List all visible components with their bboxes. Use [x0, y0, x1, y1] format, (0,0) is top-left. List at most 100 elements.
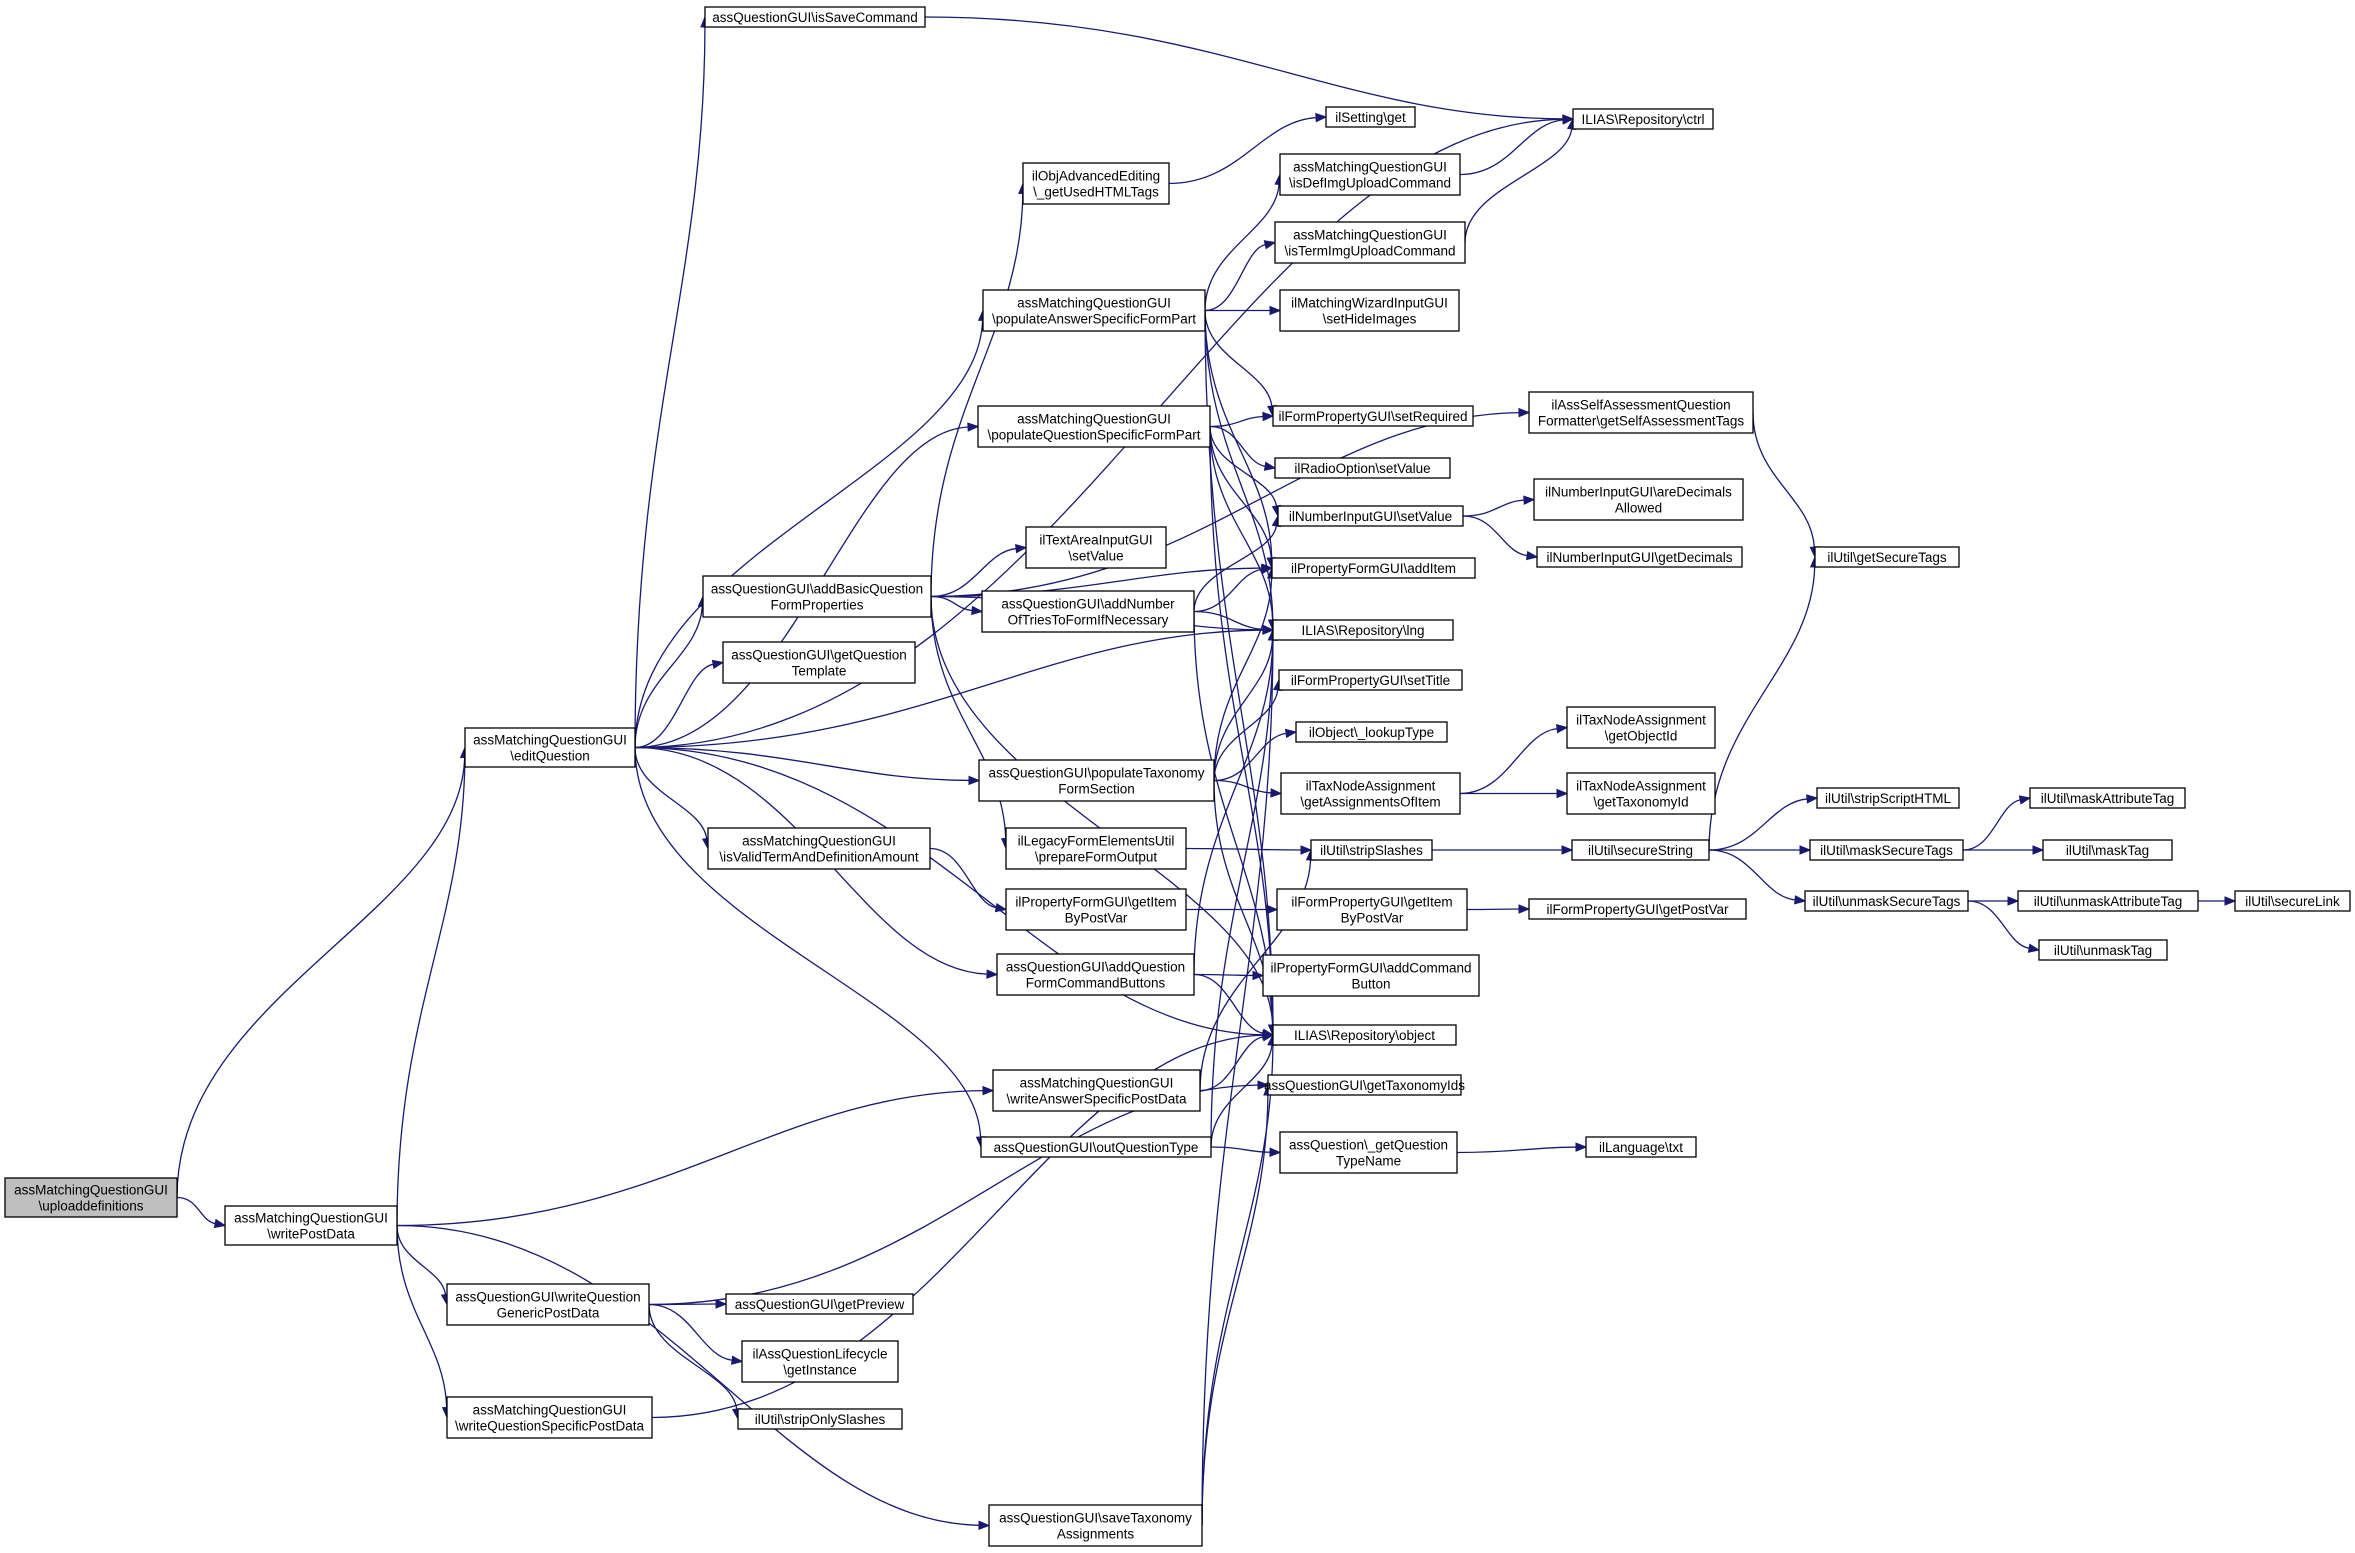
graph-node-n36[interactable]: ilUtil\secureString	[1571, 839, 1710, 861]
graph-node-n27[interactable]: ilTaxNodeAssignment\getObjectId	[1566, 706, 1716, 749]
graph-node-n46[interactable]: assQuestionGUI\addQuestionFormCommandBut…	[996, 953, 1195, 996]
graph-node-n32[interactable]: ilUtil\maskAttributeTag	[2029, 787, 2186, 809]
graph-node-n37[interactable]: ilUtil\maskSecureTags	[1809, 839, 1964, 861]
call-edge-n51-n23	[1210, 628, 1278, 1148]
graph-node-n44[interactable]: ilUtil\secureLink	[2234, 890, 2351, 912]
graph-node-n22[interactable]: assQuestionGUI\addNumberOfTriesToFormIfN…	[981, 590, 1195, 633]
graph-node-n26[interactable]: ilObject\_lookupType	[1295, 721, 1448, 743]
graph-node-n0[interactable]: assMatchingQuestionGUI\uploaddefinitions	[4, 1177, 178, 1218]
call-edge-line	[1193, 525, 1278, 612]
call-edge-n1-n24	[634, 659, 725, 749]
call-edge-line	[1962, 799, 2021, 851]
node-label: assQuestionGUI\outQuestionType	[994, 1140, 1199, 1155]
call-edge-line	[1456, 1146, 1577, 1154]
node-label: ilUtil\stripOnlySlashes	[755, 1412, 886, 1427]
graph-node-n31[interactable]: ilUtil\stripScriptHTML	[1816, 787, 1960, 809]
node-label: ilObjAdvancedEditing	[1032, 169, 1160, 184]
graph-node-n48[interactable]: ILIAS\Repository\object	[1272, 1024, 1457, 1046]
node-label: assMatchingQuestionGUI	[14, 1183, 168, 1198]
node-box	[707, 827, 931, 870]
graph-node-n13[interactable]: ilAssSelfAssessmentQuestionFormatter\get…	[1528, 391, 1754, 434]
graph-node-n57[interactable]: ilUtil\stripOnlySlashes	[737, 1408, 903, 1430]
graph-node-n1[interactable]: assMatchingQuestionGUI\editQuestion	[464, 727, 636, 768]
call-edge-n2-n49	[396, 1085, 995, 1227]
call-edge-line	[1459, 727, 1558, 795]
graph-node-n17[interactable]: ilTextAreaInputGUI\setValue	[1025, 526, 1167, 569]
arrowhead-icon	[1284, 728, 1298, 739]
call-edge-line	[1209, 426, 1278, 507]
node-box	[2038, 939, 2168, 961]
node-box	[1533, 478, 1744, 521]
graph-node-n7[interactable]: assMatchingQuestionGUI\isDefImgUploadCom…	[1279, 153, 1461, 196]
call-edge-line	[1210, 639, 1274, 1148]
call-edge-n0-n2	[176, 1196, 227, 1229]
arrowhead-icon	[2224, 896, 2237, 906]
graph-node-n51[interactable]: assQuestionGUI\outQuestionType	[980, 1136, 1212, 1158]
graph-node-n49[interactable]: assMatchingQuestionGUI\writeAnswerSpecif…	[992, 1069, 1201, 1112]
graph-node-n28[interactable]: assQuestionGUI\populateTaxonomyFormSecti…	[978, 759, 1215, 802]
call-edge-n8-n4	[1464, 117, 1577, 243]
graph-node-n21[interactable]: assQuestionGUI\addBasicQuestionFormPrope…	[702, 575, 932, 618]
arrowhead-icon	[1562, 115, 1575, 125]
graph-node-n29[interactable]: ilTaxNodeAssignment\getAssignmentsOfItem	[1280, 772, 1461, 815]
node-box	[1025, 526, 1167, 569]
graph-node-n12[interactable]: ilFormPropertyGUI\setRequired	[1272, 405, 1474, 427]
graph-node-n33[interactable]: assMatchingQuestionGUI\isValidTermAndDef…	[707, 827, 931, 870]
graph-node-n35[interactable]: ilUtil\stripSlashes	[1310, 839, 1433, 861]
graph-node-n25[interactable]: ilFormPropertyGUI\setTitle	[1278, 669, 1463, 691]
graph-node-n9[interactable]: assMatchingQuestionGUI\populateAnswerSpe…	[982, 289, 1206, 332]
graph-node-n11[interactable]: assMatchingQuestionGUI\populateQuestionS…	[977, 405, 1211, 448]
node-box	[1274, 221, 1466, 264]
call-edge-n39-n40	[1186, 904, 1279, 915]
call-edge-n13-n20	[1752, 412, 1820, 559]
graph-node-n6[interactable]: ilObjAdvancedEditing\_getUsedHTMLTags	[1022, 162, 1170, 205]
graph-node-n20[interactable]: ilUtil\getSecureTags	[1814, 546, 1960, 568]
graph-node-n42[interactable]: ilUtil\unmaskSecureTags	[1804, 890, 1969, 912]
node-label: ilUtil\getSecureTags	[1827, 550, 1947, 565]
graph-node-n45[interactable]: ilUtil\unmaskTag	[2038, 939, 2168, 961]
graph-node-n8[interactable]: assMatchingQuestionGUI\isTermImgUploadCo…	[1274, 221, 1466, 264]
call-edge-line	[1201, 1044, 1274, 1526]
node-label: ilUtil\unmaskSecureTags	[1813, 894, 1961, 909]
node-label: TypeName	[1336, 1154, 1401, 1169]
graph-node-n5[interactable]: ilSetting\get	[1325, 106, 1416, 128]
node-label: ilFormPropertyGUI\setTitle	[1291, 673, 1450, 688]
graph-node-n3[interactable]: assQuestionGUI\isSaveCommand	[704, 6, 926, 28]
node-label: ilLanguage\txt	[1599, 1140, 1683, 1155]
graph-node-n41[interactable]: ilFormPropertyGUI\getPostVar	[1528, 898, 1747, 920]
graph-node-n15[interactable]: ilNumberInputGUI\setValue	[1277, 505, 1464, 527]
graph-node-n10[interactable]: ilMatchingWizardInputGUI\setHideImages	[1279, 289, 1460, 332]
graph-node-n19[interactable]: ilNumberInputGUI\getDecimals	[1536, 546, 1743, 568]
call-edge-n21-n6	[930, 182, 1028, 597]
graph-node-n30[interactable]: ilTaxNodeAssignment\getTaxonomyId	[1566, 772, 1716, 815]
graph-node-n43[interactable]: ilUtil\unmaskAttributeTag	[2017, 890, 2199, 912]
node-box	[1816, 787, 1960, 809]
graph-node-n14[interactable]: ilRadioOption\setValue	[1274, 457, 1451, 479]
graph-node-n50[interactable]: assQuestionGUI\getTaxonomyIds	[1264, 1074, 1465, 1096]
call-edge-n58-n48	[651, 1030, 1275, 1419]
graph-node-n4[interactable]: ILIAS\Repository\ctrl	[1572, 108, 1714, 130]
graph-node-n58[interactable]: assMatchingQuestionGUI\writeQuestionSpec…	[446, 1396, 653, 1439]
graph-node-n23[interactable]: ILIAS\Repository\lng	[1272, 619, 1454, 641]
arrowhead-icon	[968, 775, 981, 786]
arrowhead-icon	[978, 1520, 991, 1531]
graph-node-n38[interactable]: ilUtil\maskTag	[2042, 839, 2173, 861]
call-edge-line	[651, 1034, 1264, 1419]
graph-node-n53[interactable]: ilLanguage\txt	[1585, 1136, 1697, 1158]
arrowhead-icon	[2032, 845, 2045, 855]
graph-node-n34[interactable]: ilLegacyFormElementsUtil\prepareFormOutp…	[1005, 827, 1187, 870]
node-label: \getInstance	[783, 1363, 857, 1378]
call-edge-n49-n48	[1199, 1032, 1275, 1092]
graph-node-n55[interactable]: assQuestionGUI\getPreview	[725, 1293, 914, 1315]
graph-node-n18[interactable]: ilPropertyFormGUI\addItem	[1271, 557, 1476, 579]
graph-node-n2[interactable]: assMatchingQuestionGUI\writePostData	[224, 1205, 398, 1246]
graph-node-n56[interactable]: ilAssQuestionLifecycle\getInstance	[741, 1340, 899, 1383]
graph-node-n54[interactable]: assQuestionGUI\writeQuestionGenericPostD…	[446, 1283, 650, 1326]
